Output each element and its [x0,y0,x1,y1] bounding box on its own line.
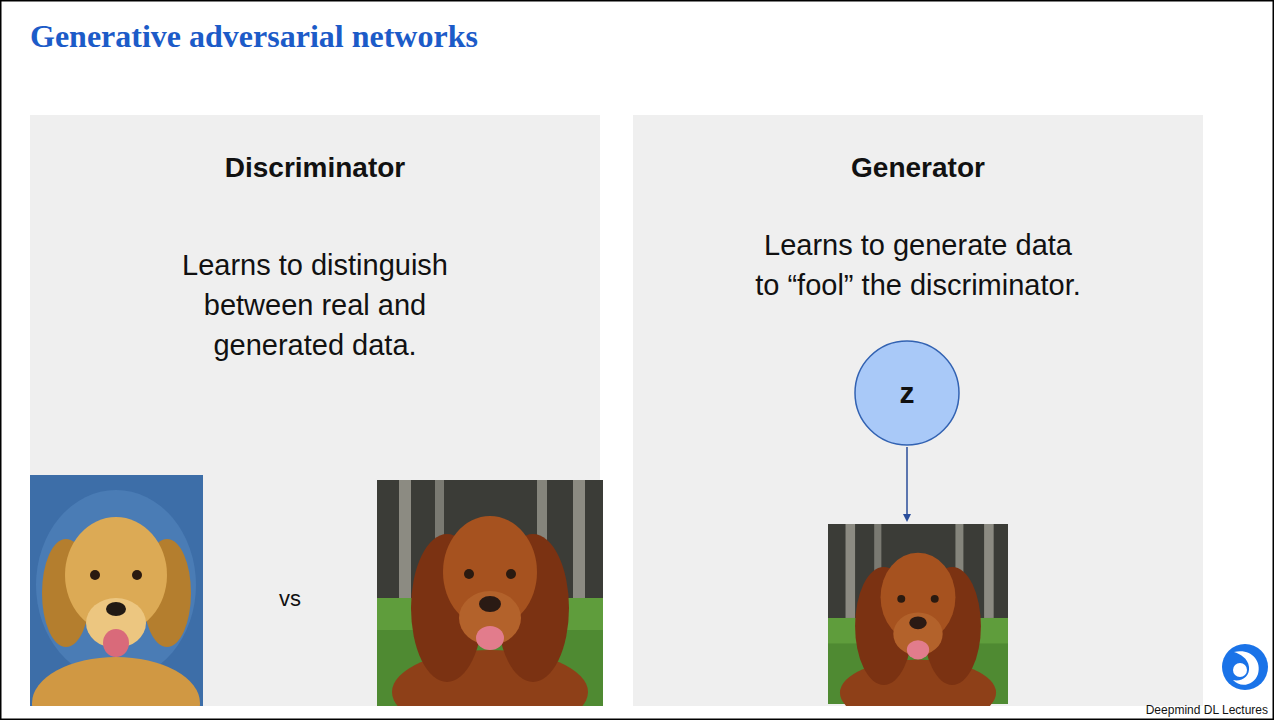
latent-label: z [854,340,960,446]
deepmind-logo [1222,644,1268,690]
panel-box: GeneratorLearns to generate data to “foo… [633,115,1203,706]
panel-heading: Generator [633,148,1203,188]
dog-photos [30,115,600,706]
latent-circle: z [854,340,960,446]
panel-heading: Discriminator [30,148,600,188]
slide-title: Generative adversarial networks [30,16,478,56]
versus-label: vs [250,584,330,614]
panel-body: Learns to generate data to “fool” the di… [748,225,1088,305]
panel-body: Learns to distinguish between real and g… [150,245,480,365]
panel-box: DiscriminatorLearns to distinguish betwe… [30,115,600,706]
source-credit: Deepmind DL Lectures [1146,703,1268,717]
